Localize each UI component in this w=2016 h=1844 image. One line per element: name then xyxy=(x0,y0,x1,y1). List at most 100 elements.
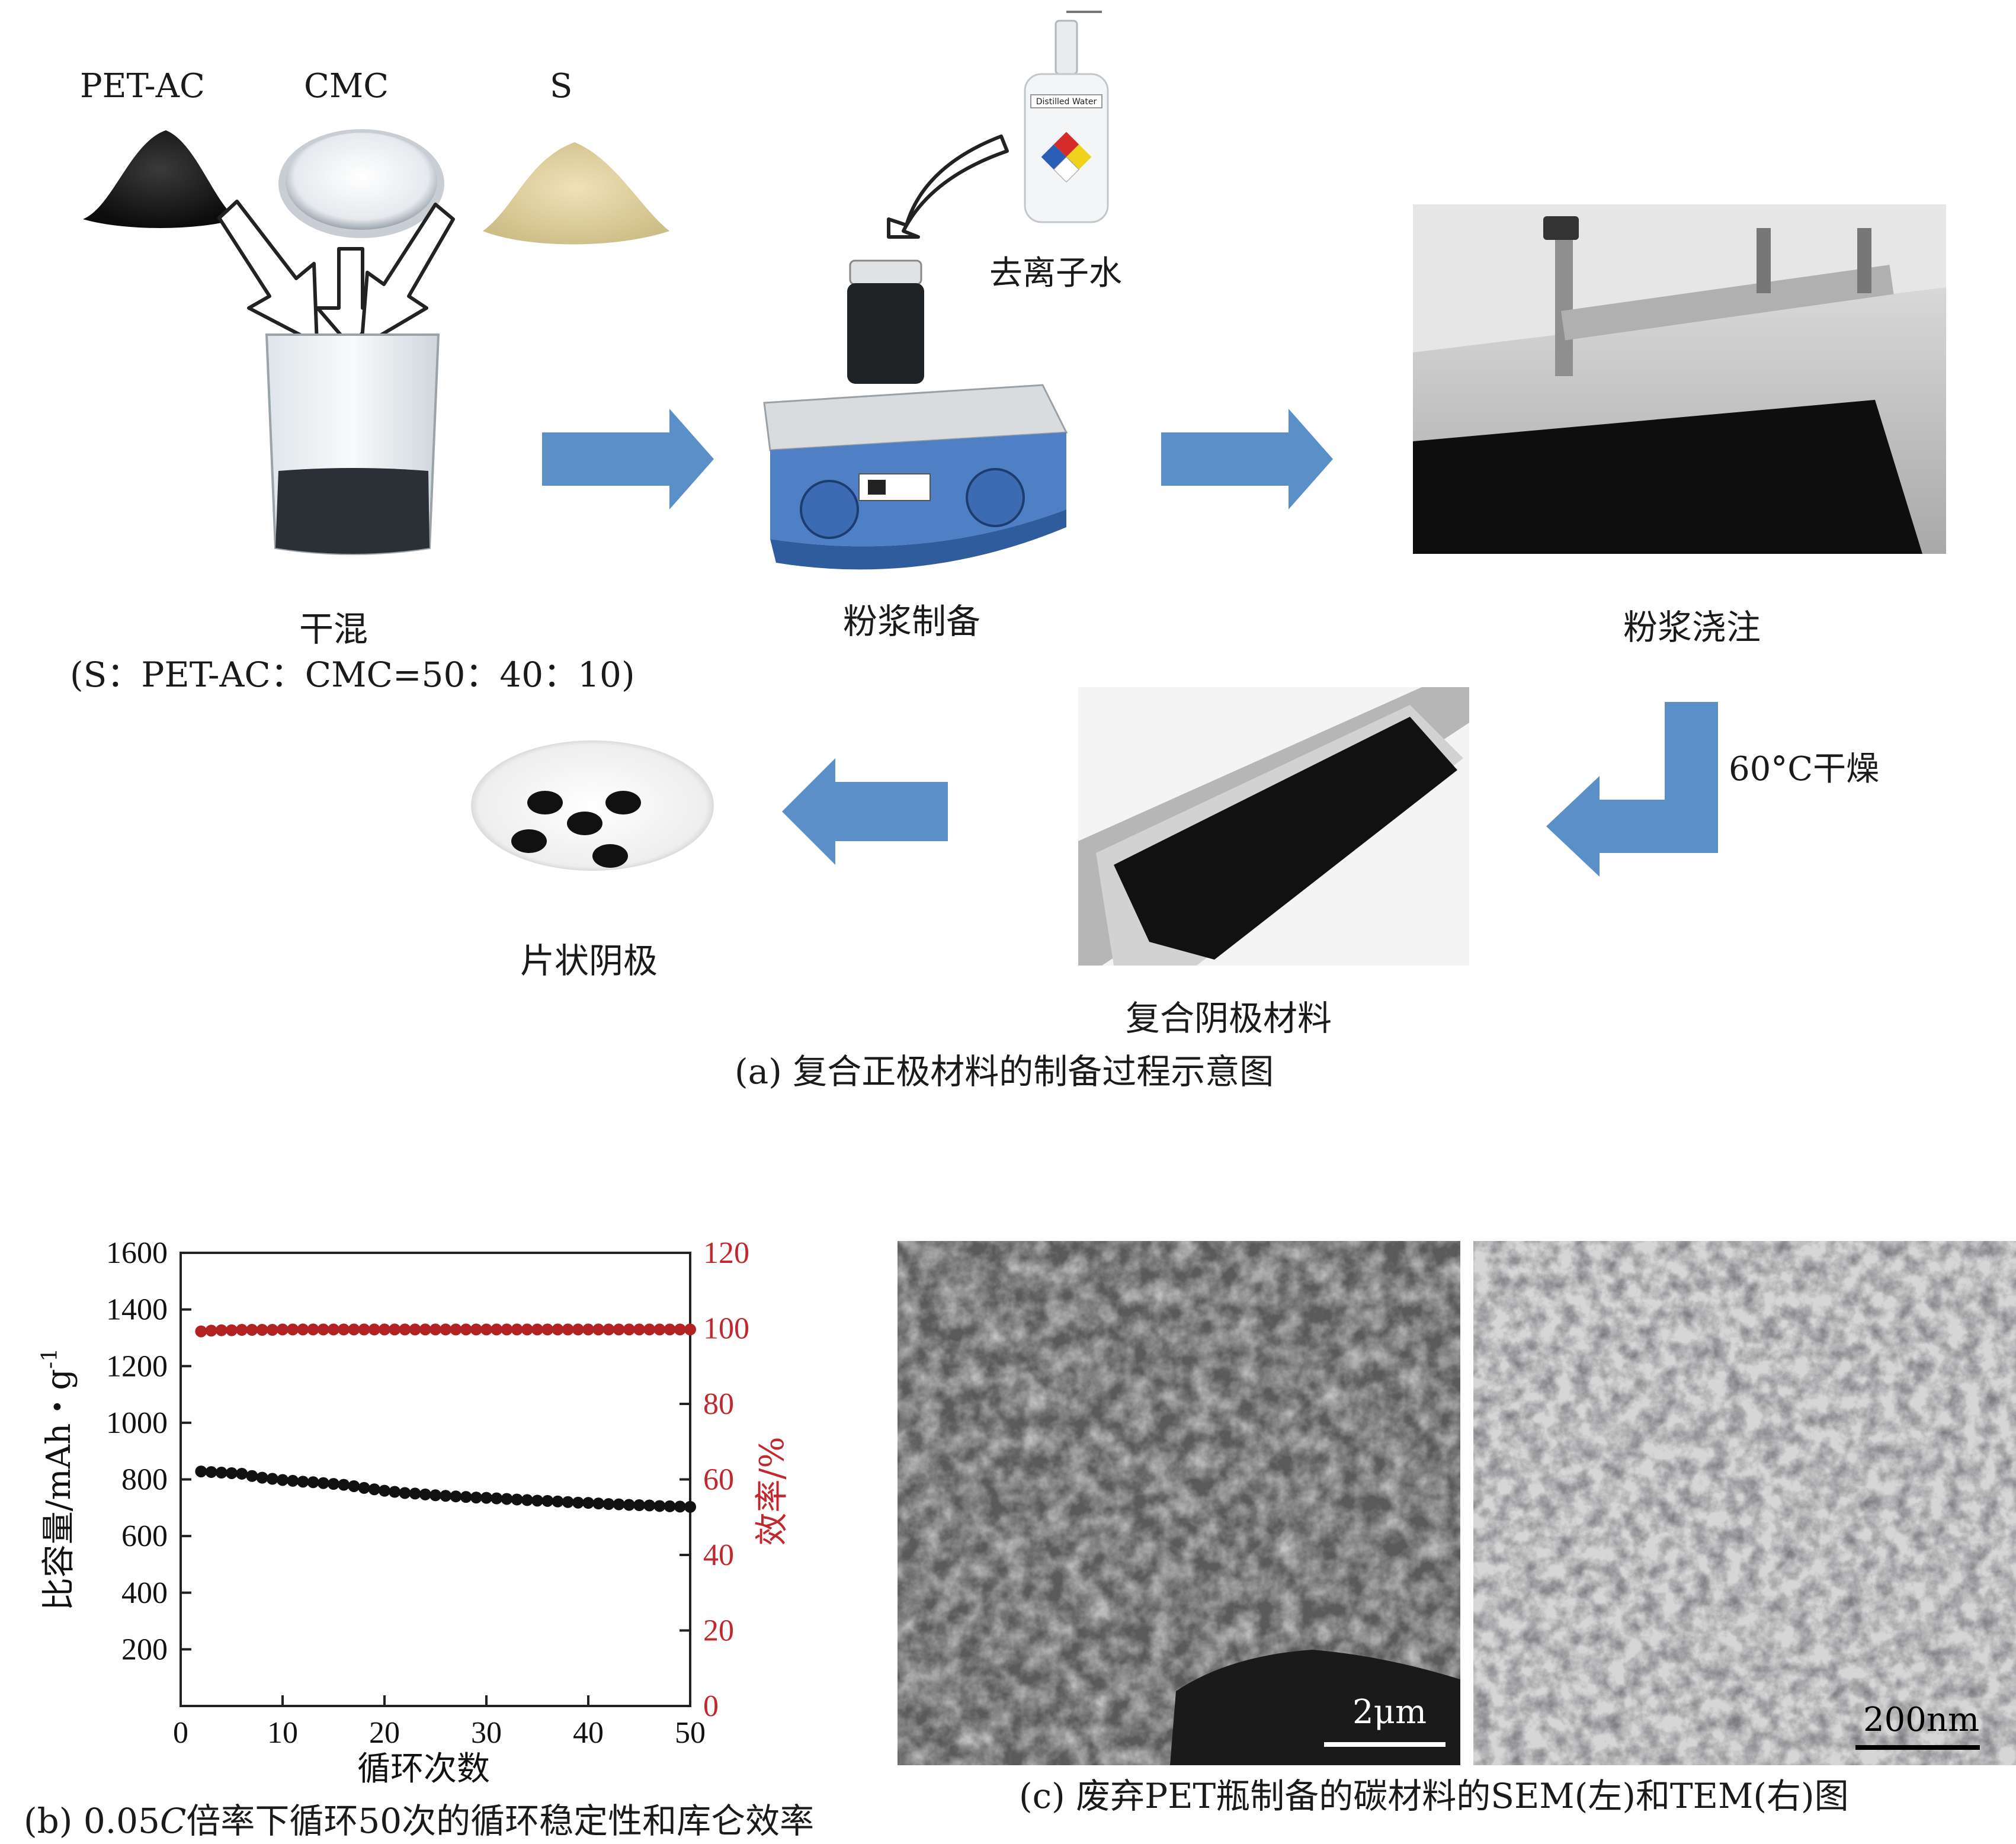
y-tick-label-left: 1600 xyxy=(106,1236,168,1270)
efficiency-point xyxy=(287,1323,299,1336)
efficiency-point xyxy=(582,1323,594,1336)
capacity-point xyxy=(521,1494,533,1506)
arrow-turn-down-left xyxy=(1546,702,1718,877)
capacity-point xyxy=(684,1500,696,1513)
step-composite-label: 复合阴极材料 xyxy=(1126,998,1332,1038)
capacity-point xyxy=(613,1498,625,1511)
efficiency-point xyxy=(307,1323,319,1336)
capacity-point xyxy=(419,1488,431,1500)
efficiency-point xyxy=(226,1324,238,1336)
efficiency-point xyxy=(317,1323,329,1336)
x-tick-label: 10 xyxy=(267,1716,298,1750)
step-drying-label: 60°C干燥 xyxy=(1729,750,1880,788)
capacity-point xyxy=(256,1471,268,1484)
efficiency-point xyxy=(368,1323,380,1336)
capacity-point xyxy=(491,1492,503,1505)
x-tick-label: 40 xyxy=(573,1716,604,1750)
sem-scale-label: 2μm xyxy=(1352,1693,1427,1731)
capacity-point xyxy=(307,1476,319,1489)
y-tick-label-left: 1000 xyxy=(106,1406,168,1440)
x-tick-label: 20 xyxy=(369,1716,400,1750)
capacity-point xyxy=(562,1496,574,1508)
stirrer-hotplate-image xyxy=(763,259,1068,570)
step-dry-mix-ratio: (S：PET-AC：CMC=50：40：10) xyxy=(70,655,635,695)
step-slurry-cast-label: 粉浆浇注 xyxy=(1623,607,1761,647)
y-tick-label-left: 1400 xyxy=(106,1293,168,1327)
efficiency-point xyxy=(277,1323,289,1336)
step-disc-label: 片状阴极 xyxy=(520,941,658,981)
efficiency-point xyxy=(572,1323,584,1336)
efficiency-point xyxy=(358,1323,370,1336)
x-tick-label: 0 xyxy=(173,1716,188,1750)
capacity-point xyxy=(226,1467,238,1479)
efficiency-point xyxy=(266,1324,278,1336)
capacity-point xyxy=(236,1467,248,1480)
efficiency-point xyxy=(338,1323,350,1336)
y-tick-label-right: 80 xyxy=(703,1387,734,1421)
efficiency-point xyxy=(684,1323,696,1336)
slurry-casting-photo xyxy=(1413,204,1946,554)
tem-image xyxy=(1473,1241,2016,1765)
capacity-point xyxy=(552,1495,564,1508)
capacity-point xyxy=(246,1470,258,1482)
efficiency-point xyxy=(246,1324,258,1336)
efficiency-point xyxy=(623,1323,635,1336)
efficiency-point xyxy=(653,1323,666,1336)
efficiency-point xyxy=(236,1324,248,1336)
y-tick-label-left: 600 xyxy=(121,1519,168,1553)
disc-cathode-photo xyxy=(471,740,714,871)
panel-a-caption: (a) 复合正极材料的制备过程示意图 xyxy=(735,1051,1274,1092)
efficiency-point xyxy=(470,1323,482,1336)
cmc-powder-dish-image xyxy=(278,129,444,238)
efficiency-point xyxy=(419,1323,431,1336)
capacity-point xyxy=(470,1492,482,1504)
efficiency-point xyxy=(328,1323,339,1336)
panel-b-caption-italic: C xyxy=(159,1801,187,1841)
y-axis-label-left: 比容量/mAh・g-1 xyxy=(38,1348,78,1611)
efficiency-point xyxy=(205,1325,217,1337)
efficiency-point xyxy=(562,1323,574,1336)
arrow-right-2 xyxy=(1161,409,1333,509)
arrow-left xyxy=(782,758,948,865)
capacity-point xyxy=(328,1478,339,1490)
composite-cathode-photo xyxy=(1078,687,1469,966)
efficiency-point xyxy=(460,1323,472,1336)
efficiency-point xyxy=(521,1323,533,1336)
capacity-point xyxy=(389,1486,401,1498)
y-tick-label-left: 1200 xyxy=(106,1349,168,1383)
y-tick-label-right: 60 xyxy=(703,1463,734,1497)
efficiency-point xyxy=(256,1324,268,1336)
capacity-point xyxy=(368,1483,380,1496)
capacity-point xyxy=(674,1500,686,1513)
capacity-point xyxy=(501,1493,513,1505)
deionized-water-label: 去离子水 xyxy=(989,254,1122,293)
efficiency-point xyxy=(592,1323,605,1336)
pet-ac-powder-image xyxy=(83,130,237,228)
y-tick-label-right: 20 xyxy=(703,1614,734,1648)
step-dry-mix-label: 干混 xyxy=(299,609,368,649)
sem-image xyxy=(898,1241,1460,1765)
efficiency-point xyxy=(389,1323,401,1336)
capacity-point xyxy=(409,1487,421,1500)
capacity-point xyxy=(430,1489,441,1502)
capacity-point xyxy=(643,1499,656,1512)
panel-b-caption-pre: (b) 0.05 xyxy=(24,1801,160,1841)
efficiency-point xyxy=(633,1323,645,1336)
capacity-point xyxy=(297,1476,309,1488)
capacity-point xyxy=(541,1495,554,1507)
y-tick-label-right: 100 xyxy=(703,1312,749,1346)
capacity-point xyxy=(592,1497,605,1510)
capacity-point xyxy=(633,1499,645,1512)
capacity-point xyxy=(531,1495,543,1507)
efficiency-point xyxy=(602,1323,615,1336)
efficiency-point xyxy=(501,1323,513,1336)
capacity-point xyxy=(399,1487,411,1499)
efficiency-point xyxy=(440,1323,452,1336)
capacity-point xyxy=(338,1479,350,1491)
capacity-point xyxy=(623,1499,635,1511)
efficiency-point xyxy=(297,1323,309,1336)
efficiency-point xyxy=(480,1323,492,1336)
efficiency-point xyxy=(348,1323,360,1336)
capacity-point xyxy=(440,1490,452,1502)
